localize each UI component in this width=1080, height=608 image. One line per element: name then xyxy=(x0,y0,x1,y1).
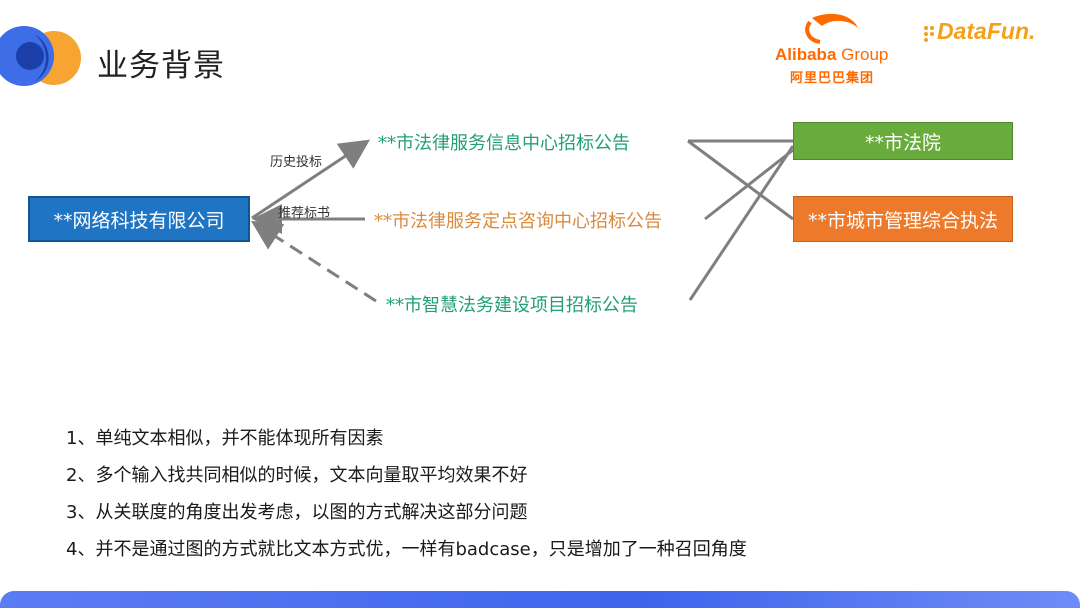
edge-notice3-court xyxy=(688,145,795,301)
notice-node: **市法律服务定点咨询中心招标公告 xyxy=(374,211,662,232)
notice-node: **市法律服务信息中心招标公告 xyxy=(378,133,630,154)
alibaba-smile-logo xyxy=(805,13,858,44)
alibaba-name-text: Alibaba xyxy=(775,45,837,64)
notice-node: **市智慧法务建设项目招标公告 xyxy=(386,295,638,316)
court-node: **市法院 xyxy=(793,122,1013,160)
datafun-dots-icon xyxy=(924,26,934,42)
edge-label-history-bid: 历史投标 xyxy=(270,155,323,170)
footer-accent-bar xyxy=(0,591,1080,608)
enforcement-node: **市城市管理综合执法 xyxy=(793,196,1013,242)
alibaba-group-text: Group xyxy=(841,45,889,64)
alibaba-cn-text: 阿里巴巴集团 xyxy=(790,71,875,86)
list-item: 2、多个输入找共同相似的时候，文本向量取平均效果不好 xyxy=(66,465,528,486)
company-node: **网络科技有限公司 xyxy=(28,196,250,242)
slide-title: 业务背景 xyxy=(97,48,225,84)
list-item: 4、并不是通过图的方式就比文本方式优，一样有badcase，只是增加了一种召回角… xyxy=(66,539,747,560)
alibaba-wordmark: Alibaba Group xyxy=(775,45,888,65)
list-item: 3、从关联度的角度出发考虑，以图的方式解决这部分问题 xyxy=(66,502,528,523)
edge-dashed-candidate xyxy=(250,220,377,303)
key-points-list: 1、单纯文本相似，并不能体现所有因素 2、多个输入找共同相似的时候，文本向量取平… xyxy=(66,420,747,568)
edge-notice1-enforcement xyxy=(687,139,794,221)
edge-label-recommend: 推荐标书 xyxy=(278,206,331,221)
list-item: 1、单纯文本相似，并不能体现所有因素 xyxy=(66,428,384,449)
brand-circles-logo xyxy=(0,26,81,86)
datafun-wordmark: DataFun. xyxy=(937,18,1036,44)
